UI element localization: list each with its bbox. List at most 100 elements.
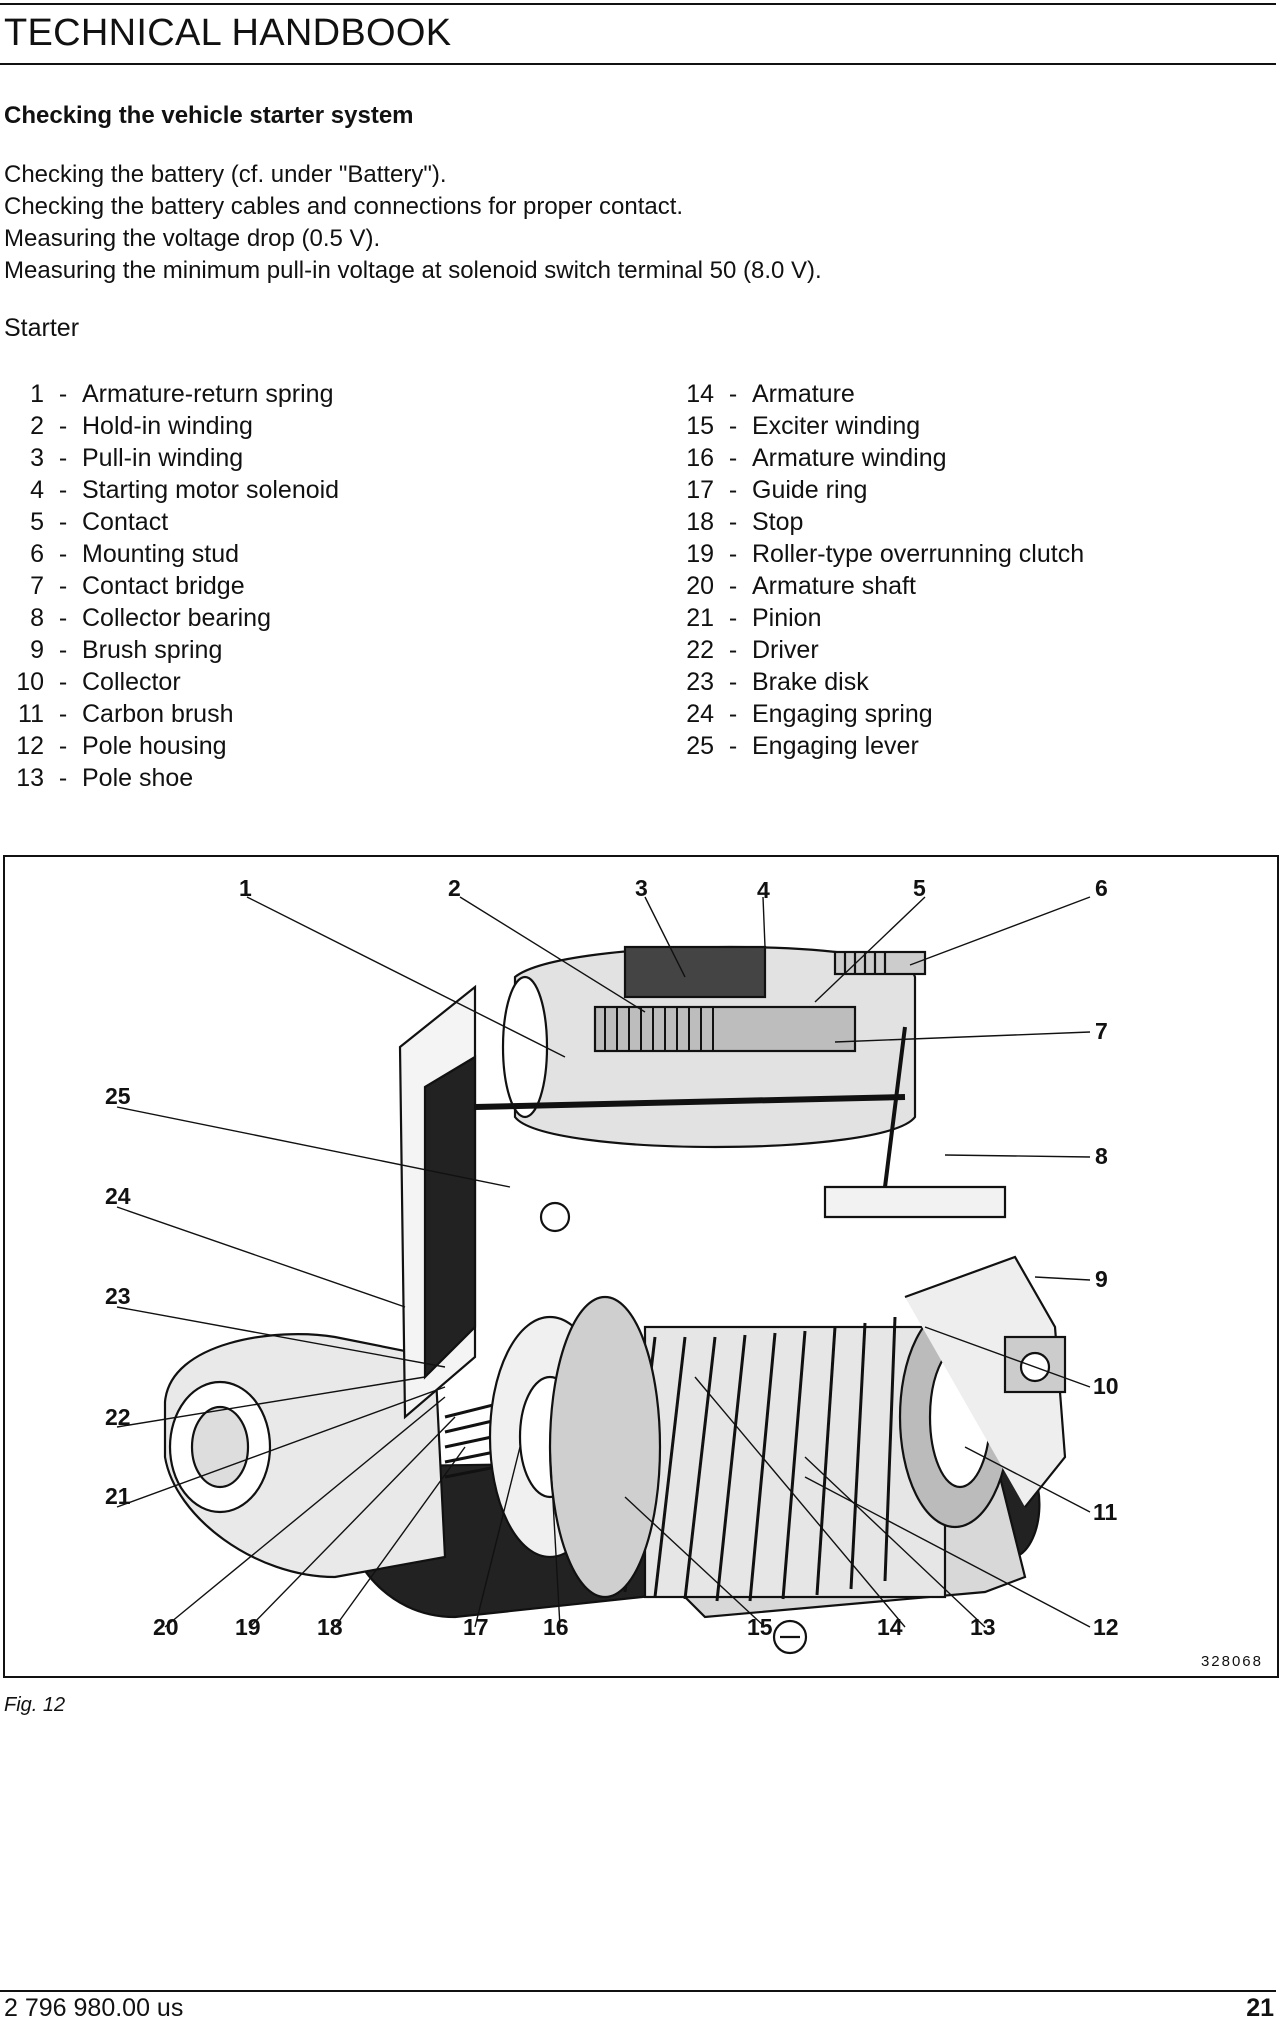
legend-item-label: Brush spring: [82, 636, 223, 664]
legend-item-label: Contact: [82, 508, 169, 536]
legend-item-label: Hold-in winding: [82, 412, 253, 440]
legend-item: 15-Exciter winding: [674, 410, 1084, 442]
figure-reference-code: 328068: [1200, 1653, 1263, 1670]
legend-item-dash: -: [58, 476, 68, 504]
part-number-9: 9: [1095, 1266, 1108, 1292]
legend-item-label: Armature-return spring: [82, 380, 334, 408]
part-number-8: 8: [1095, 1143, 1108, 1169]
legend-item-number: 16: [686, 444, 714, 472]
page-number: 21: [1246, 1994, 1274, 2022]
legend-item: 24-Engaging spring: [674, 698, 1084, 730]
legend-item-label: Collector bearing: [82, 604, 271, 632]
part-number-2: 2: [448, 875, 461, 901]
legend-item: 7-Contact bridge: [4, 570, 339, 602]
legend-item-label: Exciter winding: [752, 412, 921, 440]
legend-item-label: Contact bridge: [82, 572, 245, 600]
legend-item-dash: -: [58, 380, 68, 408]
legend-item-label: Guide ring: [752, 476, 868, 504]
legend-item-number: 25: [686, 732, 714, 760]
legend-item-number: 14: [686, 380, 714, 408]
part-number-5: 5: [913, 875, 926, 901]
legend-item-dash: -: [58, 604, 68, 632]
section-title: Checking the vehicle starter system: [4, 102, 414, 129]
legend-item-label: Starting motor solenoid: [82, 476, 340, 504]
starter-cutaway-drawing: 1 2 3 4 5 6 7 8 9 10 11 12 13 14 15 16 1…: [105, 875, 1119, 1655]
part-number-19: 19: [235, 1614, 261, 1640]
legend-item-label: Armature shaft: [752, 572, 916, 600]
legend-item-label: Mounting stud: [82, 540, 240, 568]
legend-item-dash: -: [728, 604, 738, 632]
legend-item-label: Engaging spring: [752, 700, 933, 728]
legend-item-label: Pole housing: [82, 732, 227, 760]
legend-item-dash: -: [728, 508, 738, 536]
starter-motor-illustration: [163, 945, 1067, 1655]
legend-item-number: 23: [686, 668, 714, 696]
legend-item-dash: -: [58, 732, 68, 760]
legend-item-number: 22: [686, 636, 714, 664]
legend-item: 1-Armature-return spring: [4, 378, 339, 410]
legend-item-number: 10: [16, 668, 44, 696]
figure-caption: Fig. 12: [4, 1694, 66, 1716]
legend-item-dash: -: [728, 572, 738, 600]
legend-item-number: 20: [686, 572, 714, 600]
legend-item-label: Armature: [752, 380, 855, 408]
part-number-labels: 1 2 3 4 5 6 7 8 9 10 11 12 13 14 15 16 1…: [105, 875, 1119, 1640]
part-number-21: 21: [105, 1483, 131, 1509]
legend-item-number: 21: [686, 604, 714, 632]
legend-item-label: Pole shoe: [82, 764, 194, 792]
legend-item-label: Pinion: [752, 604, 822, 632]
legend-item-number: 15: [686, 412, 714, 440]
legend-item: 14-Armature: [674, 378, 1084, 410]
legend-item-dash: -: [728, 444, 738, 472]
leader-lines: [116, 896, 1091, 1628]
legend-item: 18-Stop: [674, 506, 1084, 538]
legend-item-number: 19: [686, 540, 714, 568]
legend-item: 2-Hold-in winding: [4, 410, 339, 442]
legend-item-dash: -: [58, 508, 68, 536]
legend-item-dash: -: [728, 412, 738, 440]
legend-item-number: 5: [30, 508, 44, 536]
solenoid-coil-turns: [604, 1007, 714, 1051]
part-number-3: 3: [635, 875, 648, 901]
legend-item: 3-Pull-in winding: [4, 442, 339, 474]
starter-title: Starter: [4, 314, 80, 342]
legend-item-number: 11: [18, 700, 44, 728]
legend-item-dash: -: [58, 412, 68, 440]
part-number-22: 22: [105, 1404, 131, 1430]
legend-item-number: 24: [686, 700, 714, 728]
legend-item-dash: -: [58, 572, 68, 600]
legend-item-dash: -: [728, 380, 738, 408]
legend-item: 10-Collector: [4, 666, 339, 698]
legend-item-label: Collector: [82, 668, 181, 696]
legend-item-dash: -: [728, 732, 738, 760]
legend-item: 11-Carbon brush: [4, 698, 339, 730]
legend-item-label: Stop: [752, 508, 804, 536]
legend-item-dash: -: [58, 444, 68, 472]
part-number-23: 23: [105, 1283, 131, 1309]
legend-item: 5-Contact: [4, 506, 339, 538]
legend-item-number: 8: [30, 604, 44, 632]
legend-item-dash: -: [728, 700, 738, 728]
handbook-title: TECHNICAL HANDBOOK: [4, 12, 452, 54]
legend-item-dash: -: [58, 700, 68, 728]
part-number-25: 25: [105, 1083, 131, 1109]
legend-item: 20-Armature shaft: [674, 570, 1084, 602]
check-step: Checking the battery (cf. under "Battery…: [4, 161, 447, 188]
part-number-13: 13: [970, 1614, 996, 1640]
legend-item: 23-Brake disk: [674, 666, 1084, 698]
legend-item-dash: -: [58, 764, 68, 792]
check-step: Checking the battery cables and connecti…: [4, 193, 684, 220]
legend-item-label: Brake disk: [752, 668, 869, 696]
legend-item-dash: -: [728, 636, 738, 664]
legend-item-number: 6: [30, 540, 44, 568]
part-number-10: 10: [1093, 1373, 1119, 1399]
legend-item-dash: -: [728, 476, 738, 504]
header-rule: [0, 63, 1276, 65]
legend-item: 16-Armature winding: [674, 442, 1084, 474]
part-number-24: 24: [105, 1183, 131, 1209]
part-number-16: 16: [543, 1614, 569, 1640]
legend-item-label: Pull-in winding: [82, 444, 244, 472]
legend-item-dash: -: [58, 636, 68, 664]
legend-item: 12-Pole housing: [4, 730, 339, 762]
